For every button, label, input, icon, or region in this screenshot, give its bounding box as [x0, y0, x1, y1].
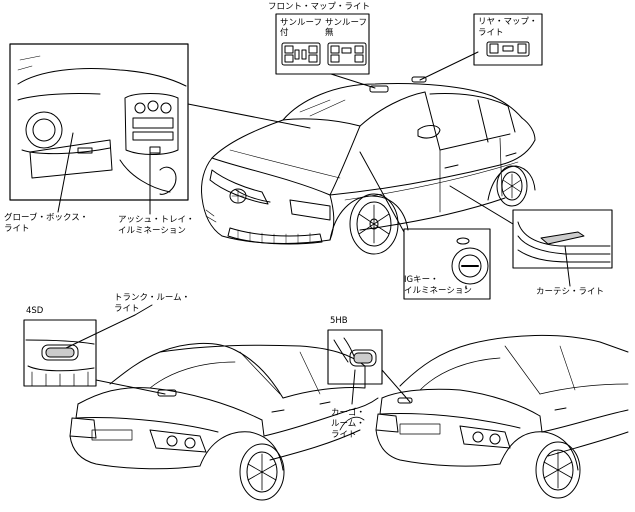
rear-map-light-label-line1: リヤ・マップ・ — [478, 17, 538, 27]
ig-key-illumination-label-line1: IGキー・ — [404, 275, 439, 285]
glove-box-light-label-line2: ライト — [4, 224, 30, 234]
front-car-drawing — [201, 76, 536, 255]
ashtray-illumination-label-line2: イルミネーション — [118, 226, 186, 236]
cargo-light-inset — [327, 329, 383, 385]
sunroof-without-label-line2: 無 — [325, 28, 334, 38]
hatchback-tag-label: 5HB — [330, 316, 348, 326]
trunk-room-light-label-line1: トランク・ルーム・ — [114, 293, 191, 303]
rear-map-light-inset — [473, 13, 543, 66]
courtesy-light-label: カーテシ・ライト — [536, 287, 605, 297]
leader-lines — [57, 51, 571, 405]
sunroof-with-label-line1: サンルーフ — [280, 18, 322, 28]
ig-key-illumination-label-line2: イルミネーション — [404, 286, 472, 296]
courtesy-light-inset — [512, 209, 613, 269]
hatchback-rear-car-drawing — [375, 334, 629, 499]
sedan-tag-label: 4SD — [26, 306, 44, 316]
trunk-light-inset — [23, 319, 97, 387]
cargo-room-light-label-line1: カーゴ・ — [331, 408, 366, 418]
cargo-room-light-label-line3: ライト — [331, 430, 357, 440]
front-map-light-label: フロント・マップ・ライト — [268, 2, 371, 12]
sunroof-with-label-line2: 付 — [280, 28, 289, 38]
sedan-rear-car-drawing — [69, 342, 379, 501]
front-map-light-inset — [275, 13, 370, 75]
trunk-room-light-label-line2: ライト — [114, 304, 140, 314]
glove-box-light-label-line1: グローブ・ボックス・ — [4, 213, 89, 223]
sunroof-without-label-line1: サンルーフ — [325, 18, 367, 28]
dashboard-inset — [9, 43, 189, 201]
rear-map-light-label-line2: ライト — [478, 28, 504, 38]
ig-key-inset — [403, 228, 491, 300]
cargo-room-light-label-line2: ルーム・ — [331, 419, 365, 429]
ashtray-illumination-label-line1: アッシュ・トレイ・ — [118, 215, 195, 225]
